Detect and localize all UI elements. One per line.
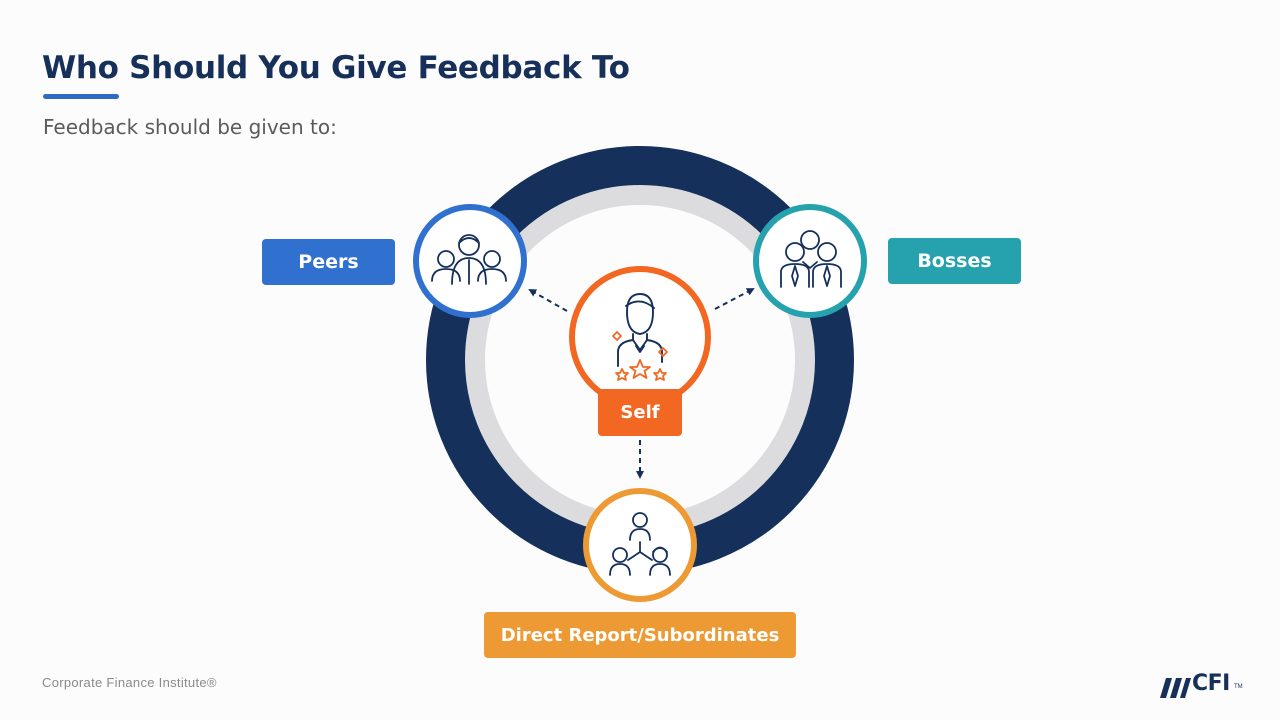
bosses-label: Bosses bbox=[888, 238, 1021, 284]
peers-node bbox=[413, 204, 527, 318]
self-node bbox=[569, 266, 711, 408]
arrow-to-peers bbox=[528, 289, 568, 312]
cfi-logo-mark-icon bbox=[1160, 678, 1191, 698]
hierarchy-team-icon bbox=[609, 512, 671, 576]
peers-group-icon bbox=[431, 234, 507, 285]
page-title: Who Should You Give Feedback To bbox=[42, 50, 630, 86]
cfi-logo: CFI TM bbox=[1156, 670, 1243, 700]
bosses-node bbox=[753, 204, 867, 318]
self-label: Self bbox=[598, 389, 682, 436]
bosses-group-icon bbox=[780, 230, 842, 288]
arrow-to-bosses bbox=[714, 288, 755, 310]
peers-label: Peers bbox=[262, 239, 395, 285]
page-subtitle: Feedback should be given to: bbox=[43, 115, 337, 139]
cfi-logo-tm: TM bbox=[1234, 684, 1243, 690]
title-underline bbox=[43, 94, 119, 99]
direct-node bbox=[583, 488, 697, 602]
self-person-stars-icon bbox=[612, 293, 668, 381]
direct-report-label: Direct Report/Subordinates bbox=[484, 612, 796, 658]
footer-credit: Corporate Finance Institute® bbox=[42, 675, 217, 690]
cfi-logo-text: CFI bbox=[1192, 671, 1230, 696]
